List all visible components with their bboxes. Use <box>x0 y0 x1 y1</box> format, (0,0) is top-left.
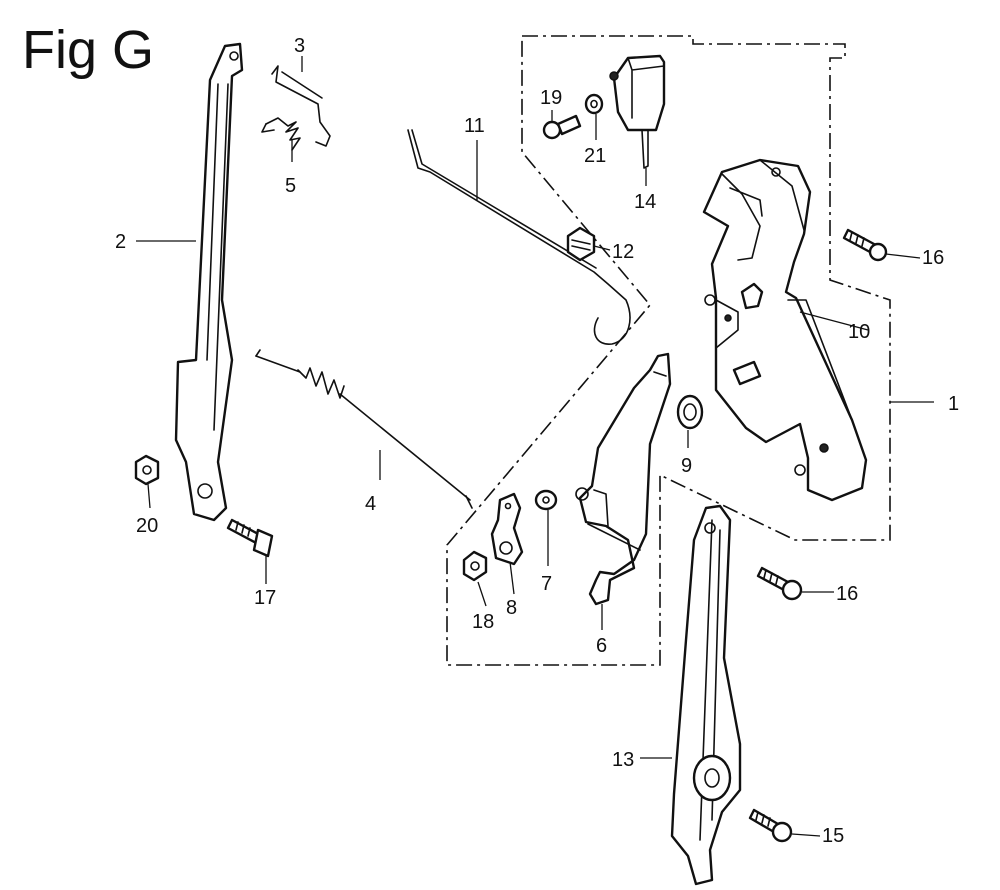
washer-21 <box>584 93 604 115</box>
small-spring <box>261 117 301 151</box>
callout-14: 14 <box>634 191 656 213</box>
spring-link <box>271 65 331 147</box>
callout-7: 7 <box>541 573 552 595</box>
callout-19: 19 <box>540 87 562 109</box>
callout-2: 2 <box>115 231 126 253</box>
figure-title: Fig G <box>22 20 154 80</box>
control-lever-arm <box>174 42 244 522</box>
control-rod <box>407 129 631 345</box>
callout-11: 11 <box>464 115 485 137</box>
callout-17: 17 <box>254 587 276 609</box>
bolt-16-lower <box>756 566 803 601</box>
bolt-15 <box>748 808 793 843</box>
assembly-boundary <box>446 35 891 666</box>
callout-12: 12 <box>612 241 634 263</box>
callout-8: 8 <box>506 597 517 619</box>
switch-14 <box>609 54 666 169</box>
callout-16-lower: 16 <box>836 583 858 605</box>
callout-5: 5 <box>285 175 296 197</box>
leader-lines <box>136 56 934 837</box>
lower-lever-arm <box>670 504 742 886</box>
callout-15: 15 <box>822 825 844 847</box>
bolt-17 <box>226 518 274 558</box>
washer-9 <box>676 394 704 430</box>
callout-6: 6 <box>596 635 607 657</box>
callout-10: 10 <box>848 321 870 343</box>
spring-rod <box>255 349 473 509</box>
nut-20 <box>134 454 160 486</box>
callout-3: 3 <box>294 35 305 57</box>
callout-21: 21 <box>584 145 606 167</box>
nut-12 <box>566 226 596 262</box>
callout-9: 9 <box>681 455 692 477</box>
washer-7 <box>534 489 558 511</box>
callout-13: 13 <box>612 749 634 771</box>
cam-plate-8 <box>490 492 524 566</box>
callout-16-upper: 16 <box>922 247 944 269</box>
throttle-lever <box>575 352 672 606</box>
nut-18 <box>462 550 488 582</box>
callout-18: 18 <box>472 611 494 633</box>
callout-20: 20 <box>136 515 158 537</box>
callout-4: 4 <box>365 493 376 515</box>
bolt-16-upper <box>842 228 888 262</box>
callout-1: 1 <box>948 393 959 415</box>
main-bracket <box>702 158 868 502</box>
screw-19 <box>542 114 582 140</box>
